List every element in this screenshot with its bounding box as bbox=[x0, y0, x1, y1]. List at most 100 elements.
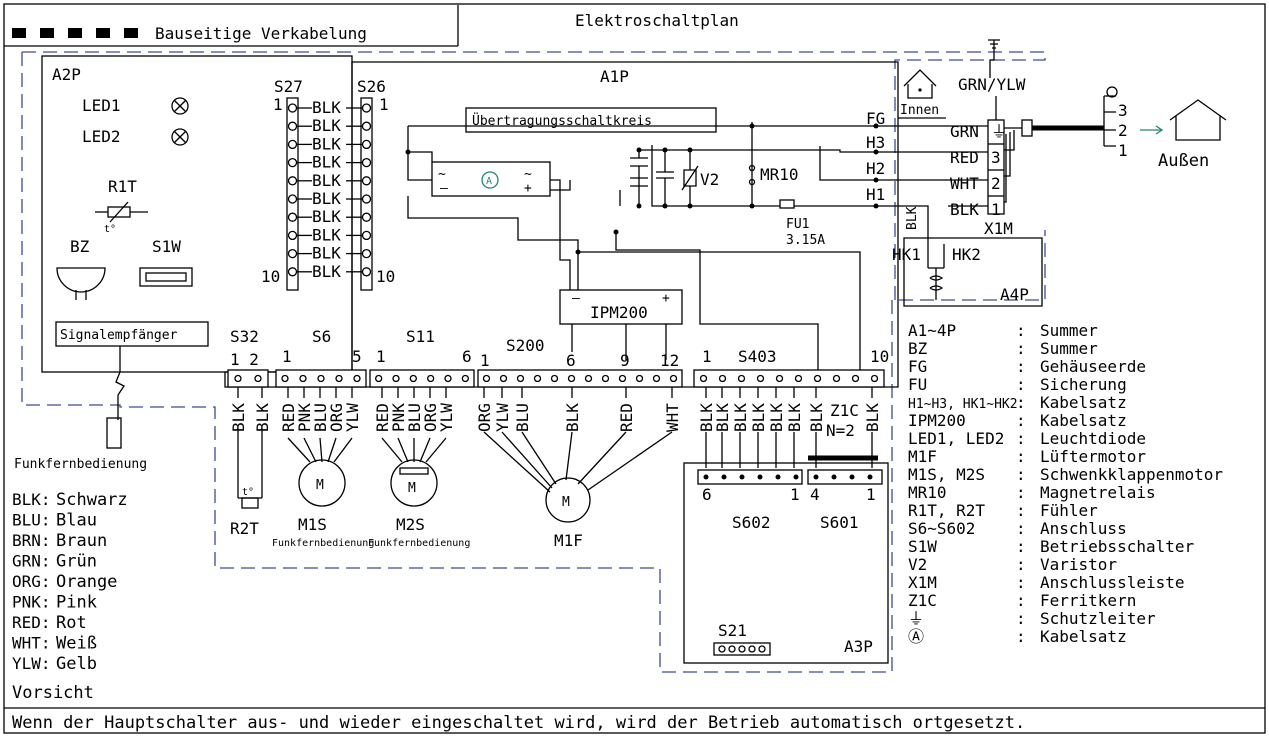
x1m-wire-color: WHT bbox=[950, 174, 979, 193]
s602-pin bbox=[703, 474, 709, 480]
connector-s32 bbox=[227, 369, 269, 388]
parts-legend-sep: : bbox=[1016, 573, 1026, 592]
s11-pin bbox=[461, 374, 469, 383]
h1-label: H1 bbox=[866, 185, 885, 204]
s200-pin bbox=[601, 374, 610, 383]
parts-legend-desc: Anschluss bbox=[1040, 519, 1127, 538]
s200-pin bbox=[635, 374, 644, 383]
s27-pin bbox=[287, 194, 298, 204]
color-legend-code: ORG: bbox=[12, 572, 51, 591]
parts-legend-desc: Schutzleiter bbox=[1040, 609, 1156, 628]
parts-legend-desc: Betriebsschalter bbox=[1040, 537, 1194, 556]
color-legend-code: BRN: bbox=[12, 531, 51, 550]
parts-legend-sep: : bbox=[1016, 519, 1026, 538]
x1m-outdoor-routing bbox=[1004, 127, 1022, 203]
s27-pin bbox=[287, 103, 298, 113]
outdoor-term-1: 1 bbox=[1118, 141, 1128, 160]
s200-pin bbox=[567, 374, 576, 383]
wire-color-label: BLK bbox=[253, 403, 272, 432]
m1s-m-symbol: M bbox=[316, 478, 324, 493]
outer-frame bbox=[3, 3, 1266, 734]
outdoor-terminal-fan bbox=[1103, 95, 1116, 147]
color-legend-name: Blau bbox=[56, 511, 97, 531]
z1c-label: Z1C bbox=[830, 401, 859, 420]
s602-pin bbox=[793, 474, 799, 480]
h3-label: H3 bbox=[866, 133, 885, 152]
pcb-connectors bbox=[227, 369, 885, 388]
ipm-plus: + bbox=[662, 291, 670, 306]
parts-legend: A1~4P:SummerBZ:SummerFG:GehäuseerdeFU:Si… bbox=[908, 321, 1223, 646]
s403-pin bbox=[870, 374, 879, 383]
connector-s26 bbox=[360, 97, 373, 291]
s602-left-pin: 6 bbox=[702, 485, 712, 504]
wire-color-label: BLU bbox=[513, 403, 532, 432]
connector-s602 bbox=[697, 469, 803, 485]
x1m-terminal: 1 bbox=[991, 200, 1001, 219]
s21-pin bbox=[758, 645, 766, 653]
v2-label: V2 bbox=[700, 170, 719, 189]
s26-pin bbox=[361, 194, 372, 204]
parts-legend-sep: : bbox=[1016, 501, 1026, 520]
color-legend-code: WHT: bbox=[12, 634, 51, 653]
parts-legend-sep: : bbox=[1016, 591, 1026, 610]
wire-color-label: BLK bbox=[785, 403, 804, 432]
parts-legend-code: IPM200 bbox=[908, 411, 966, 430]
s32-label: S32 bbox=[230, 327, 259, 346]
parts-legend-desc: Magnetrelais bbox=[1040, 483, 1156, 502]
parts-legend-sep: : bbox=[1016, 609, 1026, 628]
parts-legend-code: S6~S602 bbox=[908, 519, 975, 538]
parts-legend-desc: Summer bbox=[1040, 339, 1098, 358]
terminal-block-x1m bbox=[987, 119, 1005, 215]
wire-color-label: BLK bbox=[767, 403, 786, 432]
motor-m2s-icon bbox=[390, 459, 438, 507]
a4p-label: A4P bbox=[1000, 285, 1029, 304]
s200-pin-12: 12 bbox=[660, 351, 679, 370]
s200-pin-9: 9 bbox=[620, 351, 630, 370]
s602-pin bbox=[775, 474, 781, 480]
s26-pin bbox=[361, 139, 372, 150]
parts-legend-sep: : bbox=[1016, 393, 1026, 412]
parts-legend-code: BZ bbox=[908, 339, 928, 358]
parts-legend-code: M1S, M2S bbox=[908, 465, 985, 484]
connector-s200 bbox=[477, 369, 683, 388]
m1s-sub-label: Funkfernbedienung bbox=[272, 538, 374, 549]
a4p-vertical-blk: BLK bbox=[905, 206, 920, 230]
s200-pin bbox=[618, 374, 627, 383]
s27-label: S27 bbox=[274, 77, 303, 96]
color-legend-name: Pink bbox=[56, 593, 97, 613]
s27-pin bbox=[287, 230, 298, 241]
signal-receiver-label: Signalempfänger bbox=[60, 328, 178, 343]
color-legend-code: YLW: bbox=[12, 654, 51, 673]
parts-legend-code: A1~4P bbox=[908, 321, 956, 340]
s27-pin bbox=[287, 212, 298, 222]
remote-link-line bbox=[115, 346, 125, 420]
connector-s27 bbox=[286, 97, 299, 291]
a2p-label: A2P bbox=[52, 65, 81, 84]
thermistor-r2t-icon bbox=[241, 497, 259, 509]
s11-first-pin: 1 bbox=[376, 347, 386, 366]
color-legend-name: Weiß bbox=[56, 634, 97, 654]
s21-pins bbox=[718, 645, 766, 653]
harness-wire-color: BLK bbox=[312, 134, 341, 153]
harness-wire-color: BLK bbox=[312, 225, 341, 244]
s27-pin bbox=[287, 267, 298, 277]
wire-color-label: YLW bbox=[437, 403, 456, 432]
earth-ground-icon bbox=[988, 39, 1000, 78]
a1p-internal-wiring bbox=[407, 122, 876, 372]
s200-label: S200 bbox=[506, 336, 545, 355]
remote-label: Funkfernbedienung bbox=[14, 457, 147, 472]
buzzer-icon bbox=[56, 267, 106, 300]
s6-first-pin: 1 bbox=[282, 347, 292, 366]
field-wiring-boundary bbox=[21, 51, 1046, 673]
wire-color-label: PNK bbox=[389, 403, 408, 432]
parts-legend-desc: Anschlussleiste bbox=[1040, 573, 1185, 592]
s27-pin bbox=[287, 139, 298, 150]
s26-first-pin: 1 bbox=[379, 95, 389, 114]
s602-pin bbox=[757, 474, 763, 480]
s26-pin bbox=[361, 248, 372, 259]
a-harness-marker-icon bbox=[481, 171, 499, 189]
diagram-title: Elektroschaltplan bbox=[575, 11, 739, 30]
s26-pin bbox=[361, 121, 372, 131]
outdoor-label: Außen bbox=[1158, 151, 1209, 171]
